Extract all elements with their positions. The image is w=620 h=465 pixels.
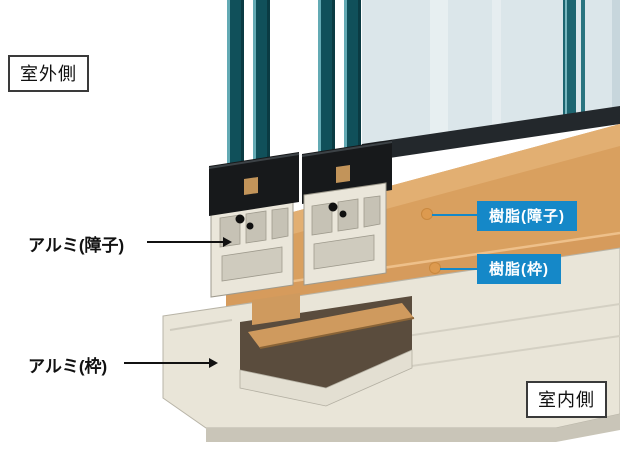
indoor-side-box: 室内側 (526, 381, 607, 418)
aluminum-sash-extrusion-rear (303, 182, 387, 286)
aluminum-sash-arrow-icon (223, 237, 232, 247)
aluminum-frame (162, 247, 620, 442)
glass-unit-rear (301, 0, 393, 286)
back-glass-panel (362, 0, 620, 162)
aluminum-frame-arrow-icon (209, 358, 218, 368)
glass-pane (227, 0, 270, 180)
resin-sash-badge: 樹脂(障子) (477, 201, 577, 231)
aluminum-frame-label: アルミ(枠) (28, 357, 108, 376)
aluminum-frame-leader-line (124, 362, 209, 364)
aluminum-sash-leader-line (147, 241, 223, 243)
sash-roller-block (252, 293, 300, 325)
outdoor-side-box: 室外側 (8, 55, 89, 92)
resin-frame-badge: 樹脂(枠) (477, 254, 561, 284)
glass-unit-front (208, 0, 300, 298)
aluminum-sash-label: アルミ(障子) (28, 236, 125, 255)
resin-frame-leader-line (440, 268, 477, 270)
glass-pane (318, 0, 361, 168)
resin-sash-leader-line (432, 214, 477, 216)
glazing-gasket (208, 152, 300, 216)
